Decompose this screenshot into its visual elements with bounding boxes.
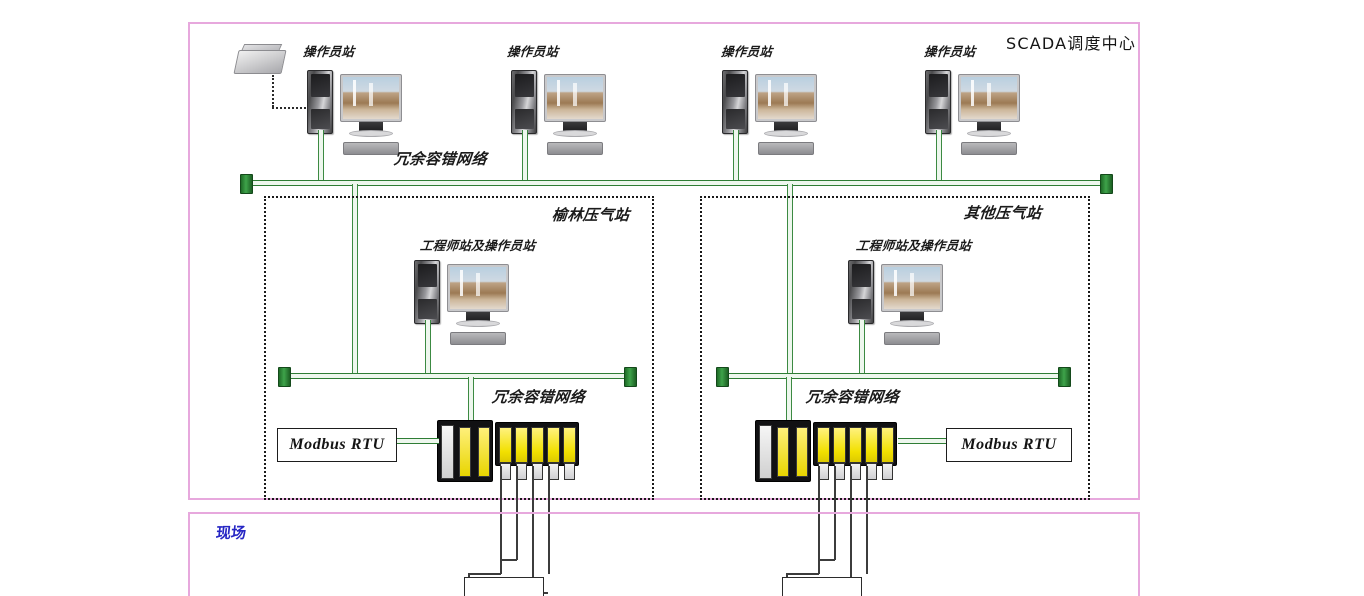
main-bus-drop-right <box>787 184 793 376</box>
plc-io-rack <box>495 422 579 480</box>
modbus-rtu-label: Modbus RTU <box>961 436 1057 453</box>
network-label-main: 冗余容错网络 <box>393 150 489 168</box>
operator-station-label-3: 操作员站 <box>720 44 774 59</box>
pc-tower-icon <box>848 260 874 324</box>
plc-cpu-module <box>755 420 811 482</box>
station-label-left: 榆林压气站 <box>551 206 631 224</box>
network-label-station-right: 冗余容错网络 <box>805 388 901 406</box>
station-left-terminator-b <box>624 367 637 387</box>
keyboard-icon <box>343 142 399 155</box>
modbus-rtu-box-left: Modbus RTU <box>277 428 397 462</box>
modbus-link-right <box>898 438 946 444</box>
ws1-network-drop <box>318 130 324 184</box>
workstation-icon-4 <box>925 66 1025 158</box>
plc-rack-icon-left <box>437 420 579 490</box>
keyboard-icon <box>961 142 1017 155</box>
field-branch-left-a <box>468 573 501 575</box>
scada-center-panel <box>188 22 1140 500</box>
field-panel <box>188 512 1140 596</box>
main-bus-drop-left <box>352 184 358 376</box>
monitor-icon <box>447 264 509 312</box>
workstation-icon-3 <box>722 66 822 158</box>
modbus-rtu-box-right: Modbus RTU <box>946 428 1072 462</box>
keyboard-icon <box>547 142 603 155</box>
ws2-network-drop <box>522 130 528 184</box>
pc-tower-icon <box>414 260 440 324</box>
station-panel-right <box>700 196 1090 500</box>
plc-rack-icon-right <box>755 420 897 490</box>
scada-center-title: SCADA调度中心 <box>1006 34 1137 53</box>
station-right-terminator-b <box>1058 367 1071 387</box>
field-wire-left-4 <box>548 466 550 574</box>
operator-station-label-4: 操作员站 <box>923 44 977 59</box>
workstation-icon-station-left <box>414 256 514 348</box>
pc-tower-icon <box>925 70 951 134</box>
keyboard-icon <box>450 332 506 345</box>
printer-icon <box>233 42 287 76</box>
station-right-terminator-a <box>716 367 729 387</box>
field-wire-right-3 <box>850 466 852 592</box>
network-label-station-left: 冗余容错网络 <box>491 388 587 406</box>
plc-cpu-module <box>437 420 493 482</box>
workstation-icon-station-right <box>848 256 948 348</box>
ws4-network-drop <box>936 130 942 184</box>
workstation-icon-2 <box>511 66 611 158</box>
monitor-icon <box>340 74 402 122</box>
printer-cable-h <box>272 107 310 109</box>
station-left-terminator-a <box>278 367 291 387</box>
monitor-icon <box>755 74 817 122</box>
station-right-plc-drop <box>786 377 792 425</box>
station-left-ws-drop <box>425 320 431 376</box>
plc-io-rack <box>813 422 897 480</box>
monitor-icon <box>958 74 1020 122</box>
pc-tower-icon <box>307 70 333 134</box>
field-wire-right-4 <box>866 466 868 574</box>
field-wire-right-1 <box>818 466 820 574</box>
field-branch-left-b <box>500 559 517 561</box>
operator-station-label-1: 操作员站 <box>302 44 356 59</box>
pc-tower-icon <box>511 70 537 134</box>
main-network-bus <box>248 180 1110 186</box>
bus-terminator-right <box>1100 174 1113 194</box>
field-wire-left-3 <box>532 466 534 592</box>
monitor-icon <box>544 74 606 122</box>
printer-cable <box>272 75 274 107</box>
operator-station-label-2: 操作员站 <box>506 44 560 59</box>
pc-tower-icon <box>722 70 748 134</box>
station-bus-right <box>727 373 1063 379</box>
station-panel-left <box>264 196 654 500</box>
station-right-ws-drop <box>859 320 865 376</box>
field-branch-right-b <box>818 559 835 561</box>
field-branch-right-a <box>786 573 819 575</box>
monitor-icon <box>881 264 943 312</box>
field-device-right <box>782 577 862 596</box>
keyboard-icon <box>884 332 940 345</box>
bus-terminator-left <box>240 174 253 194</box>
modbus-rtu-label: Modbus RTU <box>289 436 385 453</box>
station-label-right: 其他压气站 <box>963 204 1043 222</box>
engineer-station-label-left: 工程师站及操作员站 <box>419 238 537 253</box>
station-bus-left <box>288 373 630 379</box>
modbus-link-left <box>397 438 439 444</box>
station-left-plc-drop <box>468 377 474 425</box>
field-wire-left-1 <box>500 466 502 574</box>
engineer-station-label-right: 工程师站及操作员站 <box>855 238 973 253</box>
field-device-left <box>464 577 544 596</box>
ws3-network-drop <box>733 130 739 184</box>
keyboard-icon <box>758 142 814 155</box>
field-panel-label: 现场 <box>215 524 248 542</box>
